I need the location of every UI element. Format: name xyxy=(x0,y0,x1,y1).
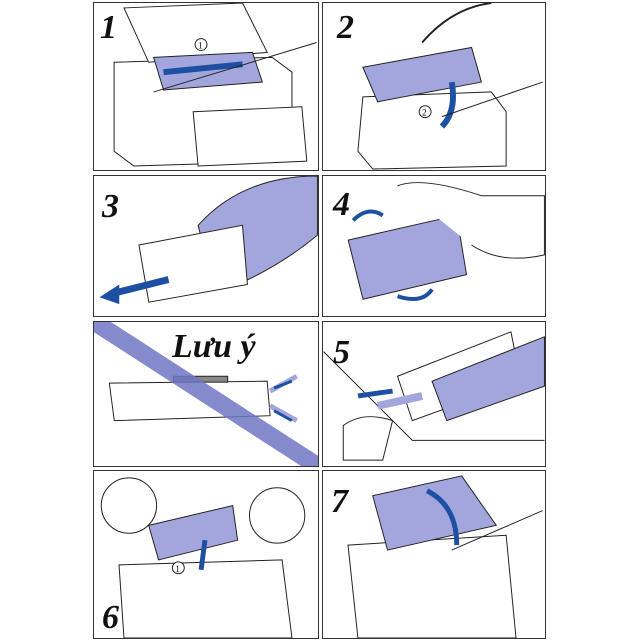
step-5-panel: 5 xyxy=(322,321,546,467)
step-1-panel: 1 1 xyxy=(93,2,319,171)
remove-cartridge-illustration: 2 xyxy=(357,3,543,170)
step-number: 6 xyxy=(102,599,119,636)
step-number: 7 xyxy=(331,483,348,520)
callout-2: 2 xyxy=(422,108,426,118)
unwrap-cartridge-illustration xyxy=(99,176,318,305)
callout-1: 1 xyxy=(175,564,179,574)
rock-cartridge-illustration xyxy=(347,182,545,301)
callout-1: 1 xyxy=(198,40,202,50)
step-number: 5 xyxy=(333,334,350,371)
insert-cartridge-illustration: 1 xyxy=(100,477,306,638)
step-4-panel: 4 xyxy=(322,175,546,317)
step-7-panel: 7 xyxy=(322,470,546,639)
step-number: 1 xyxy=(100,9,117,46)
pull-sealing-tape-illustration xyxy=(323,331,545,461)
step-number: 4 xyxy=(333,186,350,223)
step-6-panel: 6 1 xyxy=(93,470,319,639)
step-2-panel: 2 2 xyxy=(322,2,546,171)
warning-note-panel: Lưu ý xyxy=(93,321,319,467)
step-number: 2 xyxy=(337,9,354,46)
step-3-panel: 3 xyxy=(93,175,319,317)
close-cover-illustration xyxy=(347,475,543,638)
note-label: Lưu ý xyxy=(172,328,256,365)
printer-open-illustration: 1 xyxy=(113,3,317,167)
prohibited-slash-icon xyxy=(94,322,318,466)
step-number: 3 xyxy=(102,188,119,225)
do-not-pull-tape-illustration xyxy=(94,322,318,466)
